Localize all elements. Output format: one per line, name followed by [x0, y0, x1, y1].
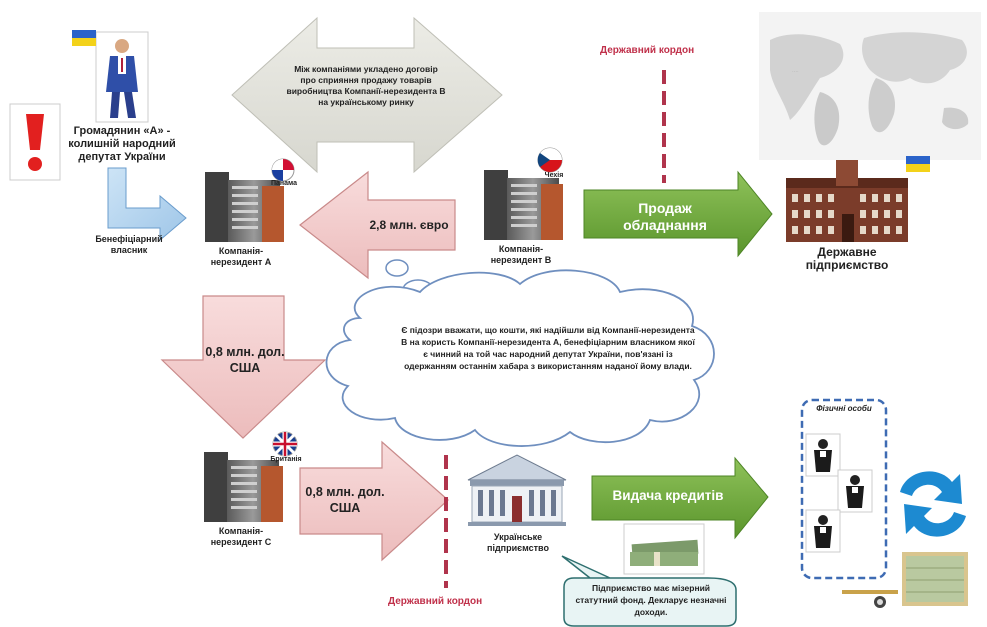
loans-label: Видача кредитів: [612, 488, 724, 503]
company-a-country: Панама: [270, 180, 298, 187]
svg-text:....: ....: [792, 68, 799, 74]
suspicion-cloud: [325, 259, 715, 447]
agreement-double-arrow: [231, 16, 503, 174]
border-label-top: Державний кордон: [600, 45, 695, 56]
individual-figure-1: [805, 433, 841, 477]
beneficiary-arrow: [107, 167, 187, 242]
beneficiary-label: Бенефіціарний власник: [95, 234, 163, 255]
transfer-arrow-a-to-c: [160, 295, 327, 439]
company-b-country: Чехія: [544, 172, 564, 179]
citizen-label: Громадянин «А» - колишній народний депут…: [68, 125, 176, 163]
czech-flag-badge: [537, 147, 563, 173]
ua-enterprise-building: [467, 454, 567, 526]
suspicion-text: Є підозри вважати, що кошти, які надійшл…: [401, 325, 695, 371]
warning-exclamation-icon: [9, 103, 61, 181]
ukraine-flag-citizen: [72, 30, 96, 46]
panama-flag-badge: [271, 158, 295, 182]
money-stack-image: [842, 552, 968, 608]
transfer-ba-amount: 2,8 млн. євро: [369, 218, 449, 232]
transfer-arrow-b-to-a: [299, 170, 456, 280]
sale-arrow: [583, 170, 773, 258]
transfer-arrow-c-to-ua: [299, 440, 449, 562]
individuals-label: Фізичні особи: [816, 404, 872, 413]
ua-enterprise-label: Українське підприємство: [487, 532, 549, 553]
company-c-building: [204, 452, 283, 522]
company-a-label: Компанія-нерезидент А: [210, 246, 272, 267]
individuals-dashed-box: [800, 398, 888, 580]
state-enterprise-building: [786, 160, 908, 242]
transfer-ac-amount: 0,8 млн. дол. США: [205, 345, 285, 375]
refresh-arrows-icon: [900, 471, 966, 537]
company-b-label: Компанія-нерезидент В: [490, 244, 552, 265]
sale-label: Продаж обладнання: [623, 200, 707, 233]
world-map-image: ....: [759, 12, 981, 160]
ukraine-flag-state: [906, 156, 930, 172]
company-b-building: [484, 170, 563, 240]
transfer-c-ua-amount: 0,8 млн. дол. США: [305, 485, 385, 515]
individual-figure-2: [837, 469, 873, 513]
note-text: Підприємство має мізерний статутний фонд…: [575, 583, 727, 617]
citizen-figure: [95, 31, 149, 123]
agreement-text: Між компаніями укладено договір про спри…: [286, 64, 446, 107]
loans-arrow: [591, 456, 769, 540]
cash-bundle-image: [623, 523, 705, 575]
individual-figure-3: [805, 509, 841, 553]
company-c-country: Британія: [270, 456, 302, 463]
company-a-building: [205, 172, 284, 242]
border-label-bottom: Державний кордон: [388, 596, 483, 607]
state-enterprise-label: Державне підприємство: [805, 245, 889, 272]
company-c-label: Компанія-нерезидент С: [210, 526, 272, 547]
note-bubble: [561, 555, 737, 627]
uk-flag-badge: [272, 431, 298, 457]
